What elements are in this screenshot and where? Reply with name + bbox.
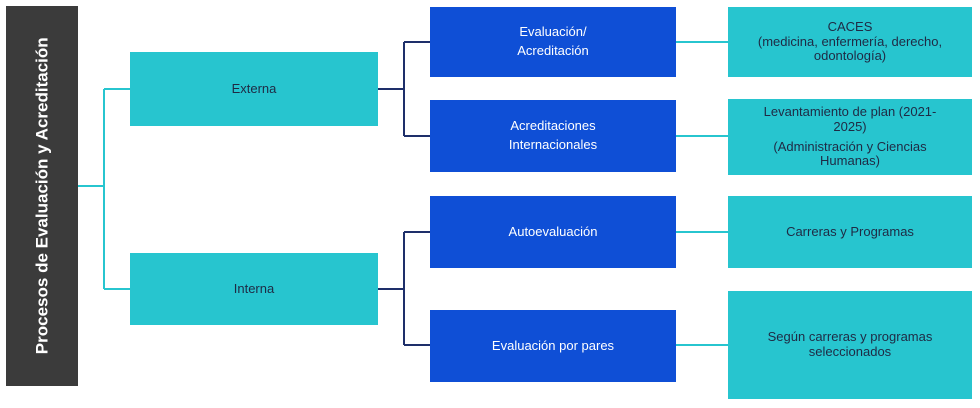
node-label: Interna [233,280,275,296]
node-autoevaluacion: Autoevaluación [430,196,676,268]
node-levantamiento-plan: Levantamiento de plan (2021- 2025) (Admi… [728,99,972,175]
root-node: Procesos de Evaluación y Acreditación [6,6,78,386]
node-label-line: odontología) [813,48,887,64]
node-externa: Externa [130,52,378,126]
node-label-line: Autoevaluación [508,223,598,239]
root-label: Procesos de Evaluación y Acreditación [32,37,52,355]
node-evaluacion-acreditacion: Evaluación/ Acreditación [430,7,676,77]
node-interna: Interna [130,253,378,325]
node-label-line: Carreras y Programas [786,223,914,239]
node-label-line: (Administración y Ciencias [773,138,927,154]
node-label-line: (medicina, enfermería, derecho, [757,33,943,49]
node-label: Externa [231,80,277,96]
node-label-line: Internacionales [508,137,598,152]
node-label-line: Humanas) [820,153,880,169]
node-segun-carreras: Según carreras y programas seleccionados [728,291,972,399]
node-acreditaciones-internacionales: Acreditaciones Internacionales [430,100,676,172]
node-caces: CACES (medicina, enfermería, derecho, od… [728,7,972,77]
node-evaluacion-por-pares: Evaluación por pares [430,310,676,382]
node-label-line: 2025) [833,118,867,134]
node-label-line: Levantamiento de plan (2021- [763,103,937,119]
node-label-line: Evaluación por pares [491,337,615,353]
node-carreras-programas: Carreras y Programas [728,196,972,268]
node-label-line: CACES [827,18,873,34]
node-label-line: Acreditación [517,43,589,58]
node-label-line: Acreditaciones [510,118,596,134]
node-label-line: seleccionados [808,344,892,359]
node-label-line: Evaluación/ [519,24,587,40]
node-label-line: Según carreras y programas [767,329,933,345]
